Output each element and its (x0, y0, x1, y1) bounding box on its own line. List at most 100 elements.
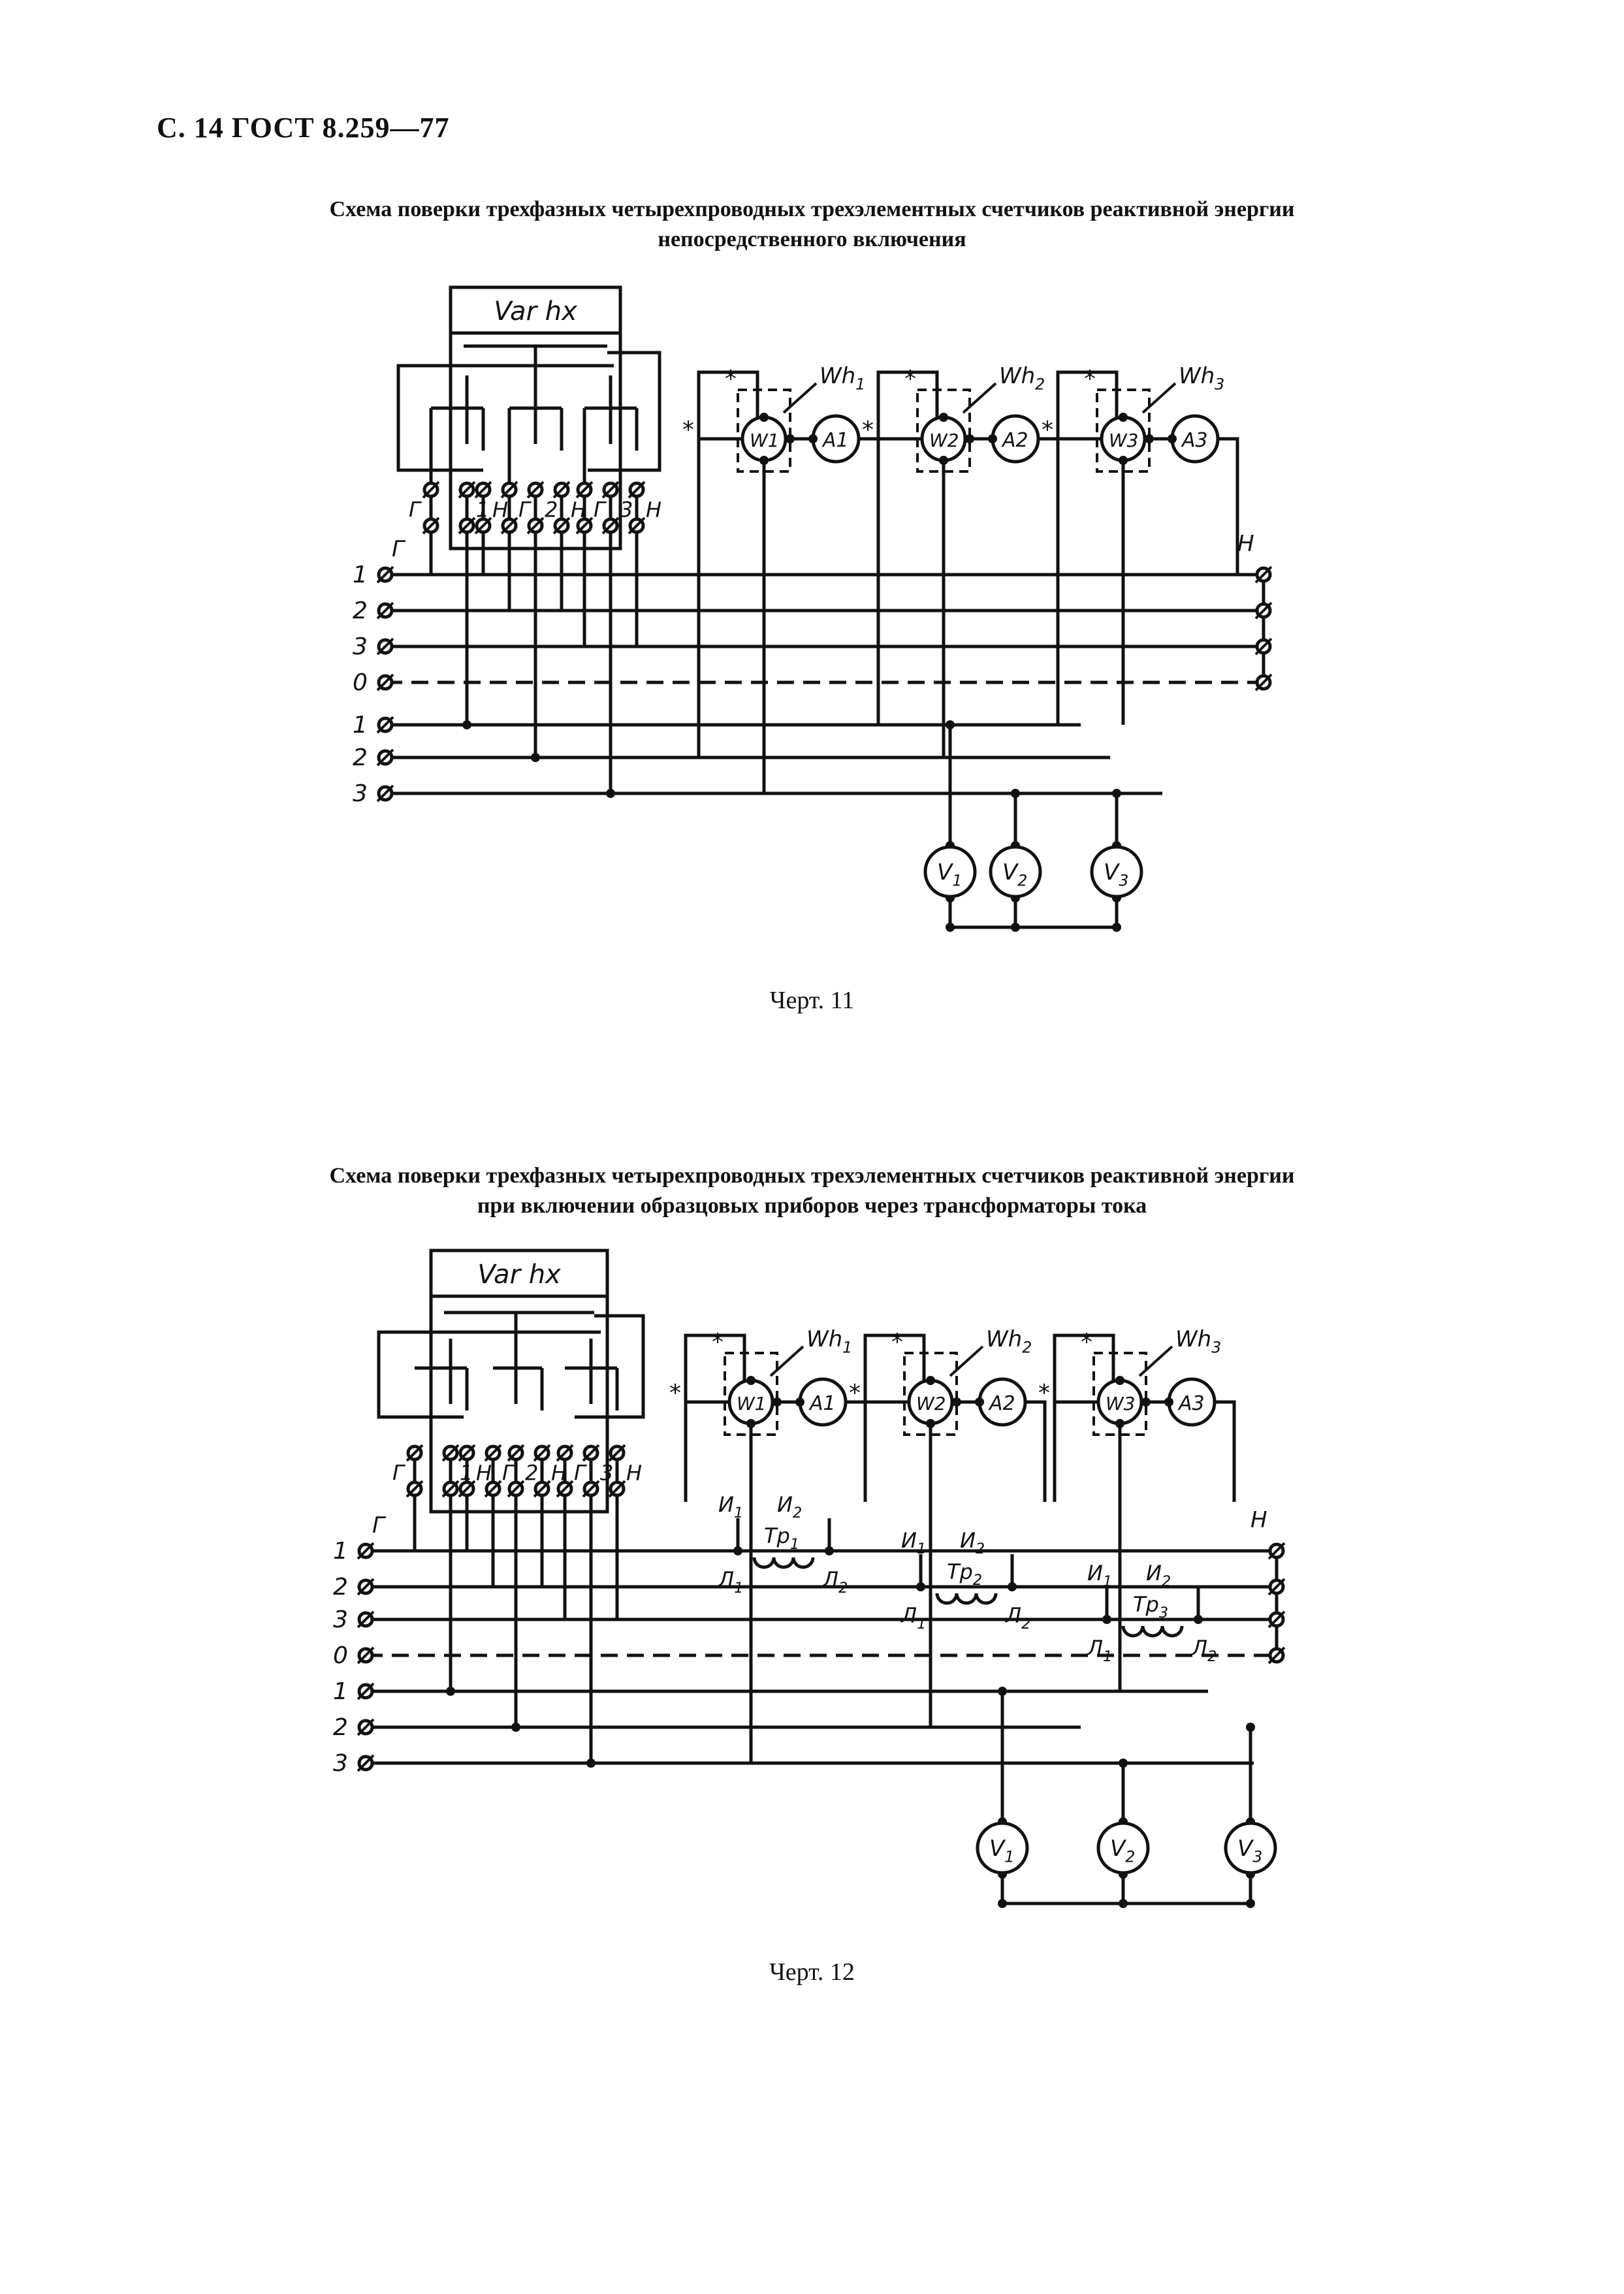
terminal-label: Г (594, 498, 607, 522)
junction-dot (772, 1397, 782, 1407)
junction-dot (1246, 1723, 1255, 1732)
generator-terminal-star: * (669, 1380, 681, 1407)
ammeter-label: A3 (1177, 1392, 1205, 1415)
generator-terminal-star: * (1042, 417, 1053, 443)
line-label: 3 (333, 1606, 348, 1633)
junction-dot (1145, 434, 1154, 443)
voltmeter-1: V1 (923, 720, 977, 932)
generator-label: Г (392, 536, 406, 562)
meter-dashed-frame (916, 389, 971, 473)
junction-dot (733, 1546, 742, 1555)
ammeter-label: A1 (821, 429, 849, 452)
line-label: 1 (353, 562, 368, 588)
transformer-terminal-label: Л2 (822, 1567, 848, 1597)
junction-dot (975, 1397, 984, 1407)
meter-dashed-frame (724, 1352, 778, 1436)
generator-terminal-star: * (1081, 1329, 1092, 1356)
terminal-label: 3 (600, 1461, 613, 1486)
meter-dashed-frame (903, 1352, 958, 1436)
junction-dot (1141, 1397, 1151, 1407)
voltmeter-icon (1096, 1821, 1150, 1875)
terminal-label: Г (502, 1461, 515, 1486)
generator-terminal-star: * (682, 417, 694, 443)
transformer-terminal-label: Л2 (1005, 1603, 1030, 1633)
meter-dashed-frame (1096, 389, 1151, 473)
junction-dot (965, 434, 974, 443)
generator-terminal-star: * (904, 366, 916, 392)
reference-meter-label: Var hx (494, 296, 577, 327)
line-label: 2 (333, 1714, 348, 1741)
junction-dot (759, 456, 769, 465)
terminal-label: Н (476, 1461, 492, 1486)
junction-dot (1194, 1615, 1203, 1624)
terminal-label: Г (409, 498, 422, 522)
junction-dot (1011, 789, 1020, 798)
voltmeter-label: V2 (1002, 859, 1027, 890)
generator-terminal-star: * (849, 1380, 861, 1407)
voltmeter-icon (1224, 1821, 1277, 1875)
figure2-title: Схема поверки трехфазных четырехпроводны… (0, 1161, 1624, 1221)
ammeter-label: A3 (1181, 429, 1208, 452)
transformer-terminal-label: Л2 (1191, 1636, 1217, 1665)
junction-dot (988, 434, 997, 443)
terminal-label: 2 (545, 498, 558, 522)
junction-dot (1112, 789, 1121, 798)
junction-dot (746, 1376, 756, 1385)
junction-dot (939, 456, 948, 465)
junction-dot (795, 1397, 804, 1407)
meter-label: Wh2 (999, 363, 1045, 394)
voltmeter-1: V1 (976, 1687, 1029, 1908)
generator-terminal-star: * (712, 1329, 724, 1356)
meter-label: Wh2 (986, 1326, 1032, 1357)
voltmeter-label: V1 (937, 859, 962, 890)
junction-dot (825, 1546, 834, 1555)
transformer-terminal-label: И1 (1087, 1561, 1112, 1590)
generator-label: Г (372, 1512, 387, 1538)
voltmeter-label: V2 (1110, 1836, 1135, 1866)
voltmeter-label: V1 (989, 1836, 1014, 1866)
transformer-terminal-label: И2 (1146, 1561, 1171, 1590)
line-label: 3 (333, 1750, 348, 1777)
figure1-title: Схема поверки трехфазных четырехпроводны… (0, 195, 1624, 255)
generator-terminal-star: * (1084, 366, 1096, 392)
line-label: 1 (333, 1538, 348, 1565)
junction-dot (808, 434, 818, 443)
junction-dot (1168, 434, 1177, 443)
transformer-label: Тр3 (1133, 1592, 1168, 1621)
transformer-label: Тр2 (947, 1559, 982, 1589)
terminal-label: Г (574, 1461, 587, 1486)
wattmeter-label: W1 (750, 430, 780, 451)
transformer-terminal-label: И1 (901, 1528, 926, 1557)
generator-terminal-star: * (862, 417, 874, 443)
transformer-terminal-label: Л1 (900, 1603, 926, 1633)
figure2-caption: Черт. 12 (769, 1958, 855, 1986)
voltmeter-icon (1090, 845, 1143, 899)
junction-dot (916, 1582, 925, 1591)
ammeter-label: A1 (808, 1392, 836, 1415)
junction-dot (759, 413, 769, 422)
terminal-label: 2 (525, 1461, 538, 1486)
line-label: 2 (353, 744, 368, 771)
voltmeter-label: V3 (1104, 859, 1128, 890)
junction-dot (998, 1687, 1007, 1696)
junction-dot (939, 413, 948, 422)
wattmeter-label: W2 (916, 1393, 946, 1414)
voltmeter-icon (923, 845, 977, 899)
meter-dashed-frame (1092, 1352, 1147, 1436)
junction-dot (1119, 413, 1128, 422)
line-label: 3 (353, 633, 368, 660)
voltmeter-icon (976, 1821, 1029, 1875)
generator-terminal-star: * (1038, 1380, 1050, 1407)
voltmeter-label: V3 (1237, 1836, 1262, 1866)
wattmeter-label: W1 (737, 1393, 767, 1414)
reference-meter-body (429, 1294, 609, 1514)
wattmeter-label: W3 (1109, 430, 1139, 451)
junction-dot (786, 434, 795, 443)
